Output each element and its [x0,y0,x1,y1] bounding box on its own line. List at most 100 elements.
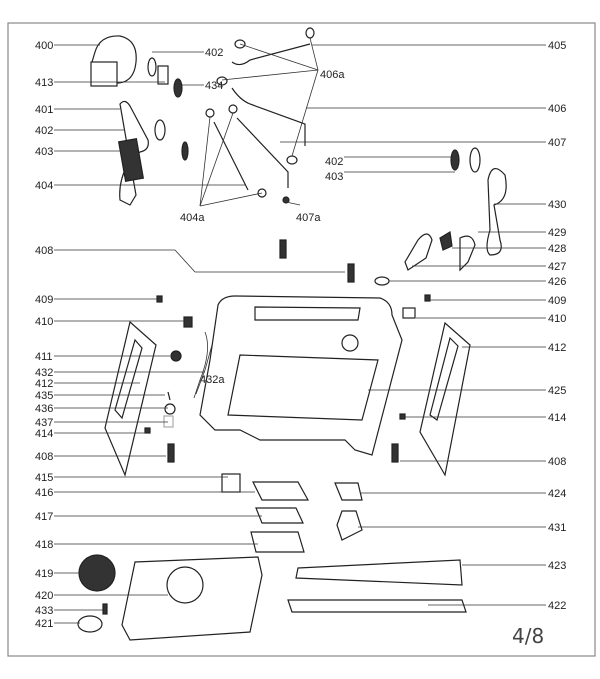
oring-404a-2 [228,104,238,114]
leader-line-406a [239,43,319,71]
callout-label-406a: 406a [320,69,345,81]
part-430-duct [486,168,507,256]
callout-label-435: 435 [35,390,53,402]
part-402-oring [147,57,157,77]
leader-line-404a [199,112,234,207]
callout-label-403: 403 [325,171,343,183]
callout-label-415: 415 [35,472,53,484]
callout-label-403: 403 [35,146,53,158]
part-436 [164,403,176,415]
callout-label-421: 421 [35,618,53,630]
part-425-inner [227,354,379,421]
leader-line-404a [199,192,263,207]
callout-label-408: 408 [548,456,566,468]
callout-label-413: 413 [35,77,53,89]
callout-label-424: 424 [548,488,566,500]
part-434 [173,78,183,98]
part-431 [336,510,363,541]
part-414-left [144,427,151,434]
callout-label-402: 402 [35,125,53,137]
part-433 [102,603,108,615]
callout-label-436: 436 [35,403,53,415]
leader-line-407a [285,201,301,206]
callout-label-430: 430 [548,199,566,211]
callout-label-407a: 407a [296,212,321,224]
part-406-hose [231,87,306,146]
part-416 [252,481,310,501]
part-410-right [402,307,416,319]
part-435 [167,391,171,401]
part-426-washer [374,276,390,286]
callout-label-405: 405 [548,40,566,52]
callout-label-401: 401 [35,104,53,116]
diagram-border [7,22,596,657]
part-414-right [399,413,406,420]
part-411 [170,350,182,362]
part-417 [255,507,304,524]
leader-line-408 [174,249,196,273]
callout-label-408: 408 [35,451,53,463]
part-432-wire [193,331,208,399]
oring-406a-4 [286,155,298,165]
part-407-tube [236,117,289,188]
part-409-right [424,294,431,302]
leader-line-406a [221,69,319,81]
part-413 [157,65,169,85]
callout-label-431: 431 [548,522,566,534]
part-425-top-grille [254,306,361,321]
callout-label-432a: 432a [200,374,225,386]
panel-412-left-slot [114,338,143,420]
screw-408-b [347,263,355,283]
callout-label-425: 425 [548,385,566,397]
leader-line-406a [309,37,319,71]
callout-label-409: 409 [35,294,53,306]
callout-label-412: 412 [548,342,566,354]
callout-label-409: 409 [548,295,566,307]
part-403-grid [117,138,145,182]
callout-label-433: 433 [35,605,53,617]
part-420-motor-ring [166,566,204,604]
callout-label-427: 427 [548,261,566,273]
part-407a [282,196,290,204]
part-427 [404,233,433,271]
oring-404a-1 [205,108,215,118]
callout-label-412: 412 [35,378,53,390]
page-number: 4/8 [512,624,544,648]
part-421 [77,615,103,633]
leader-line-432a [195,369,206,395]
part-422 [287,599,467,613]
screw-408-a [279,239,287,259]
part-403-disc [181,141,189,161]
leader-lines [54,37,546,624]
callout-label-408: 408 [35,245,53,257]
callout-label-432: 432 [35,367,53,379]
callout-label-419: 419 [35,568,53,580]
leader-line-432a [204,344,213,371]
callout-label-414: 414 [35,428,53,440]
screw-408-d [391,443,399,463]
callout-label-418: 418 [35,539,53,551]
part-424 [334,482,363,501]
part-404-tube [213,121,249,191]
callout-label-407: 407 [548,137,566,149]
callout-label-416: 416 [35,487,53,499]
part-428 [439,231,453,251]
callout-label-406: 406 [548,103,566,115]
callout-label-437: 437 [35,417,53,429]
part-418 [250,531,305,553]
leader-line-404a [199,116,211,207]
callout-label-410: 410 [548,313,566,325]
part-403-disc-right [450,149,460,171]
callout-label-402: 402 [325,156,343,168]
panel-412-right [419,321,471,477]
oring-406a-2 [305,27,315,39]
part-429 [459,235,476,272]
part-410-left [183,316,193,328]
callout-label-426: 426 [548,276,566,288]
part-419-fan [78,554,116,592]
part-437 [163,415,174,428]
callout-label-404a: 404a [180,212,205,224]
callout-label-423: 423 [548,560,566,572]
callout-label-422: 422 [548,600,566,612]
